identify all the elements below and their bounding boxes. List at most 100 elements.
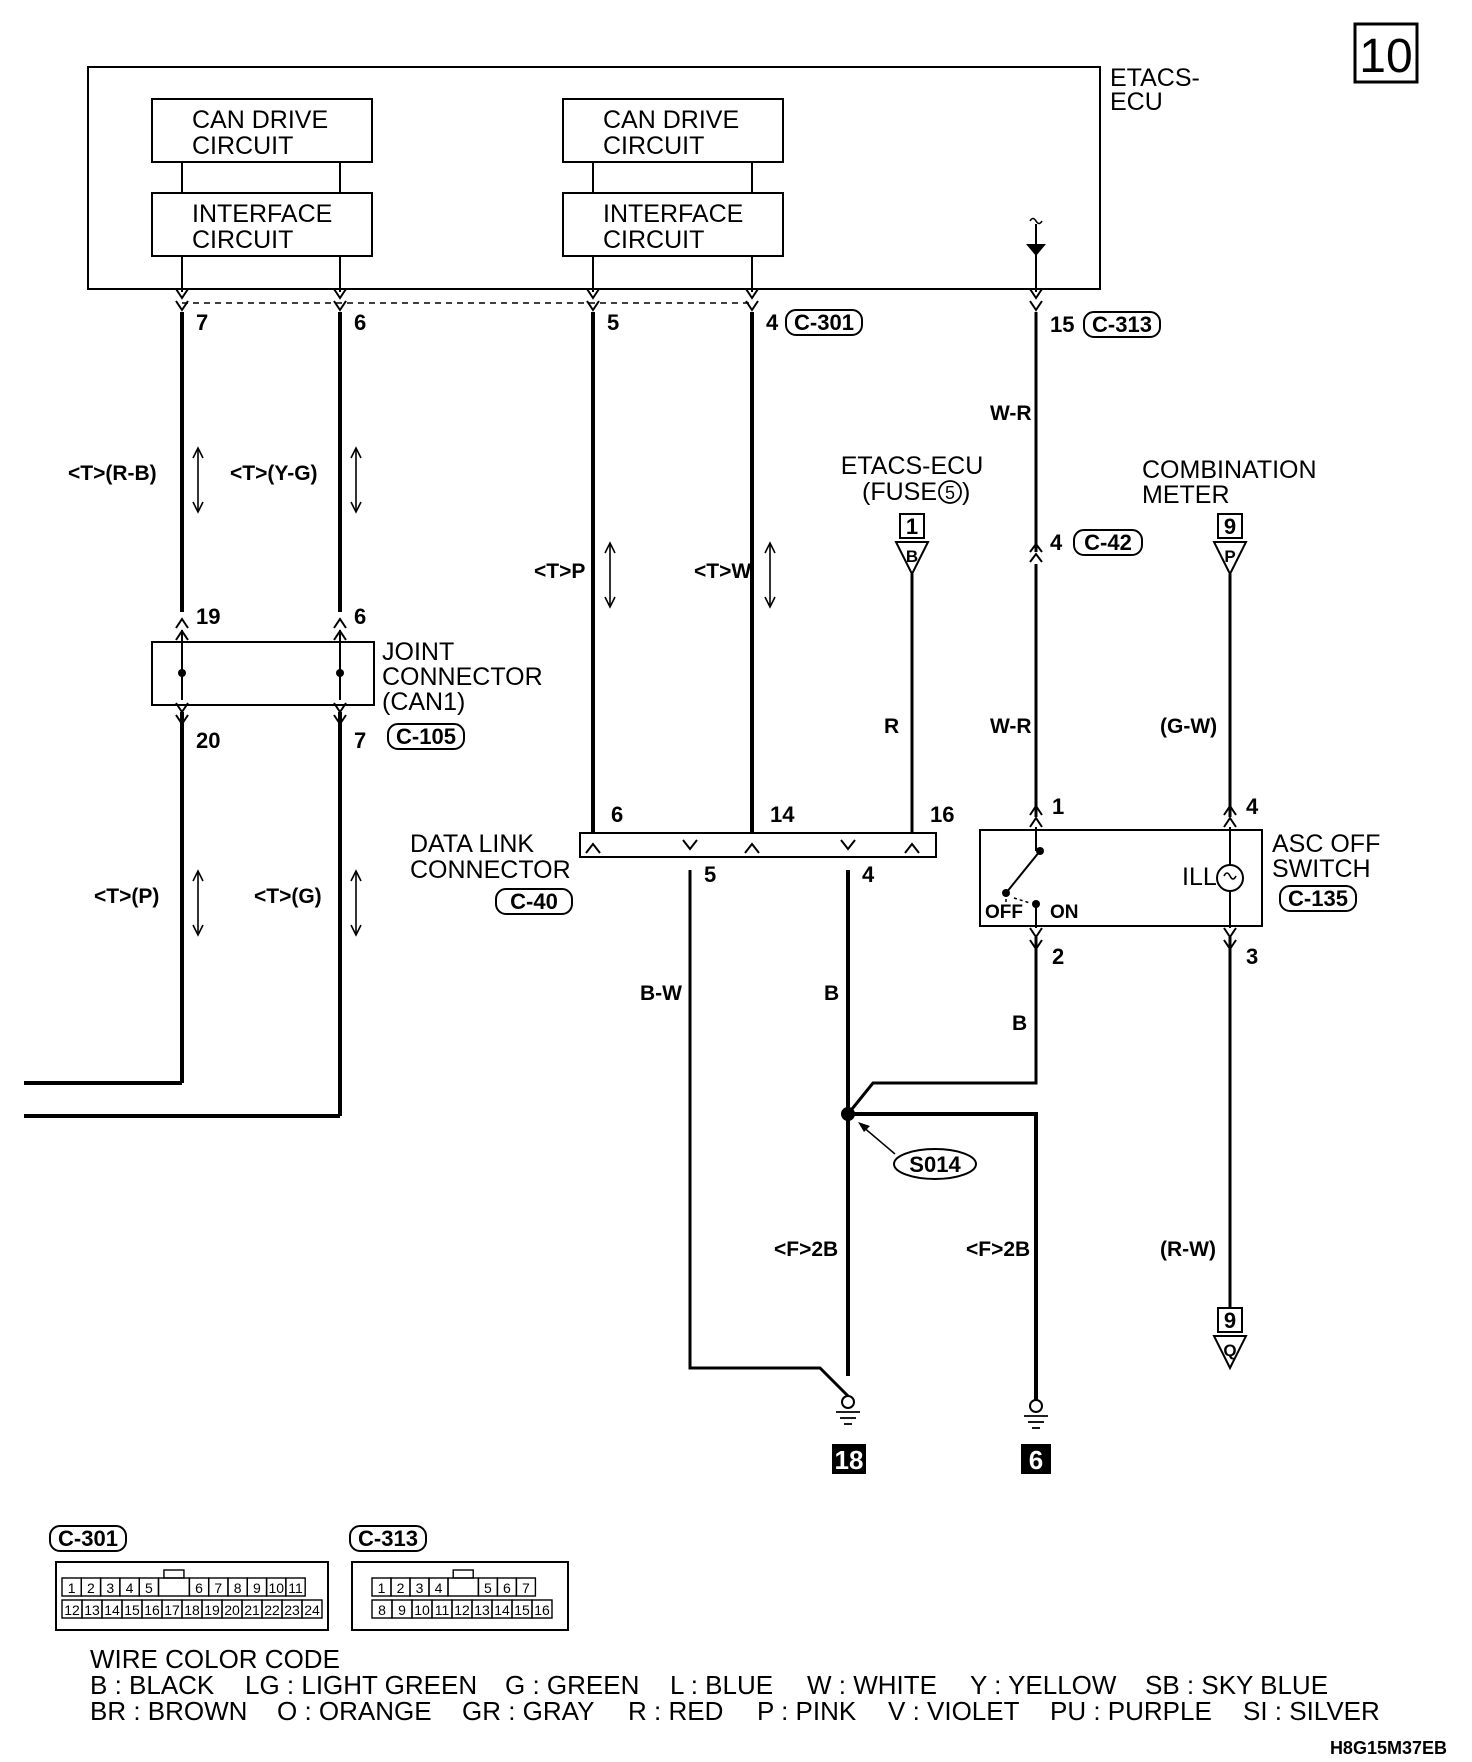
connector-pin: 10 [414, 1602, 430, 1618]
pin-label: 14 [770, 802, 795, 827]
etacs-fuse-ref: ETACS-ECU (FUSE 5 ) 1 B [841, 452, 984, 577]
connector-pin: 6 [195, 1580, 203, 1596]
can-drive-right: CAN DRIVE CIRCUIT [562, 98, 784, 163]
color-code-entry: W : WHITE [807, 1670, 937, 1700]
pin-label: 5 [704, 862, 716, 887]
connector-pin: 23 [284, 1602, 300, 1618]
wire-color: (R-W) [1160, 1238, 1216, 1261]
combination-meter-ref-bottom: 9 Q [1212, 1307, 1248, 1371]
pin-label: 4 [862, 862, 875, 887]
connector-pin: 7 [522, 1580, 530, 1596]
connector-pin: 5 [484, 1580, 492, 1596]
pin-label: 6 [611, 802, 623, 827]
wires [24, 312, 1232, 1400]
page-number: 10 [1359, 30, 1412, 83]
wire-color: (G-W) [1160, 715, 1217, 738]
pin-label: 4 [766, 310, 779, 335]
component-label: (FUSE [862, 478, 937, 506]
ecu-label-2: ECU [1110, 88, 1163, 116]
block-text: CIRCUIT [603, 132, 704, 160]
connector-pin: 21 [244, 1602, 260, 1618]
connector-c105: C-105 [396, 724, 456, 749]
connector-pin: 5 [145, 1580, 153, 1596]
component-label: JOINT [382, 638, 454, 666]
connector-pin: 19 [204, 1602, 220, 1618]
pin-label: 15 [1050, 312, 1074, 337]
wire-color: B-W [640, 982, 682, 1005]
connector-pin: 12 [454, 1602, 470, 1618]
wire-color: B [824, 982, 839, 1005]
page-number-box: 10 [1353, 22, 1419, 84]
component-label: ETACS-ECU [841, 452, 984, 480]
block-text: CAN DRIVE [603, 106, 739, 134]
wire-color: <T>(Y-G) [230, 462, 318, 485]
block-text: INTERFACE [603, 200, 743, 228]
connector-pin: 15 [124, 1602, 140, 1618]
pin-label: 4 [1050, 530, 1063, 555]
svg-text:C-313: C-313 [358, 1526, 418, 1551]
wire-color: <T>(P) [94, 885, 159, 908]
wire-color: R [884, 715, 899, 738]
pin-label: 4 [1246, 794, 1259, 819]
connector-pin: 13 [474, 1602, 490, 1618]
component-label: METER [1142, 481, 1230, 509]
switch-ill-label: ILL [1182, 863, 1217, 891]
component-label: CONNECTOR [382, 663, 543, 691]
connector-c135: C-135 [1288, 886, 1348, 911]
wire-color: <T>(R-B) [68, 462, 157, 485]
asc-off-switch: OFF ON ILL 1 4 2 3 ASC OFF SWITCH C-135 [979, 794, 1380, 969]
pin-label: 2 [1052, 944, 1064, 969]
component-label: (CAN1) [382, 688, 465, 716]
ground-18: 18 [832, 1395, 866, 1475]
color-code-entry: PU : PURPLE [1050, 1696, 1212, 1726]
component-label: SWITCH [1272, 855, 1371, 883]
pin-label: 20 [196, 728, 220, 753]
block-text: CIRCUIT [192, 226, 293, 254]
connector-pin: 15 [514, 1602, 530, 1618]
pin-label: 5 [607, 310, 619, 335]
wire-color: B [1012, 1012, 1027, 1035]
connector-pin: 11 [288, 1580, 303, 1596]
connector-c301-tag: C-301 [785, 309, 863, 336]
connector-c42: 4 C-42 [1029, 529, 1143, 563]
wire-color: <F>2B [774, 1238, 838, 1261]
wire-color: W-R [990, 402, 1032, 425]
connector-pin: 11 [435, 1602, 450, 1618]
joint-connector: 19 6 20 7 JOINT CONNECTOR (CAN1) C-105 [151, 604, 543, 753]
color-code-entry: Y : YELLOW [970, 1670, 1117, 1700]
color-code-title: WIRE COLOR CODE [90, 1644, 340, 1674]
pin-label: 6 [354, 310, 366, 335]
can-drive-left: CAN DRIVE CIRCUIT [151, 98, 373, 163]
connector-pin: 4 [126, 1580, 134, 1596]
ground-number: 6 [1029, 1445, 1043, 1475]
connector-pin: 8 [234, 1580, 242, 1596]
ref-number: 9 [1224, 1308, 1236, 1333]
connector-pin: 14 [494, 1602, 510, 1618]
connector-pin: 3 [416, 1580, 424, 1596]
pin-label: 16 [930, 802, 954, 827]
ref-letter: Q [1223, 1341, 1236, 1360]
pin-label: 6 [354, 604, 366, 629]
pin-label: 7 [354, 728, 366, 753]
connector-pin: 3 [106, 1580, 114, 1596]
wire-color: <T>(G) [254, 885, 322, 908]
connector-pin: 9 [253, 1580, 261, 1596]
color-code-entry: P : PINK [757, 1696, 857, 1726]
pin-label: 1 [1052, 794, 1064, 819]
component-label: CONNECTOR [410, 856, 571, 884]
block-text: INTERFACE [192, 200, 332, 228]
connector-pin: 10 [268, 1580, 284, 1596]
ecu-internal-feed [1026, 217, 1046, 256]
connector-pin: 18 [184, 1602, 200, 1618]
connector-pin: 24 [304, 1602, 320, 1618]
connector-pin: 1 [68, 1580, 76, 1596]
splice-label: S014 [909, 1152, 961, 1177]
connector-pin: 7 [214, 1580, 222, 1596]
svg-text:C-301: C-301 [58, 1526, 118, 1551]
connector-pin: 17 [164, 1602, 180, 1618]
